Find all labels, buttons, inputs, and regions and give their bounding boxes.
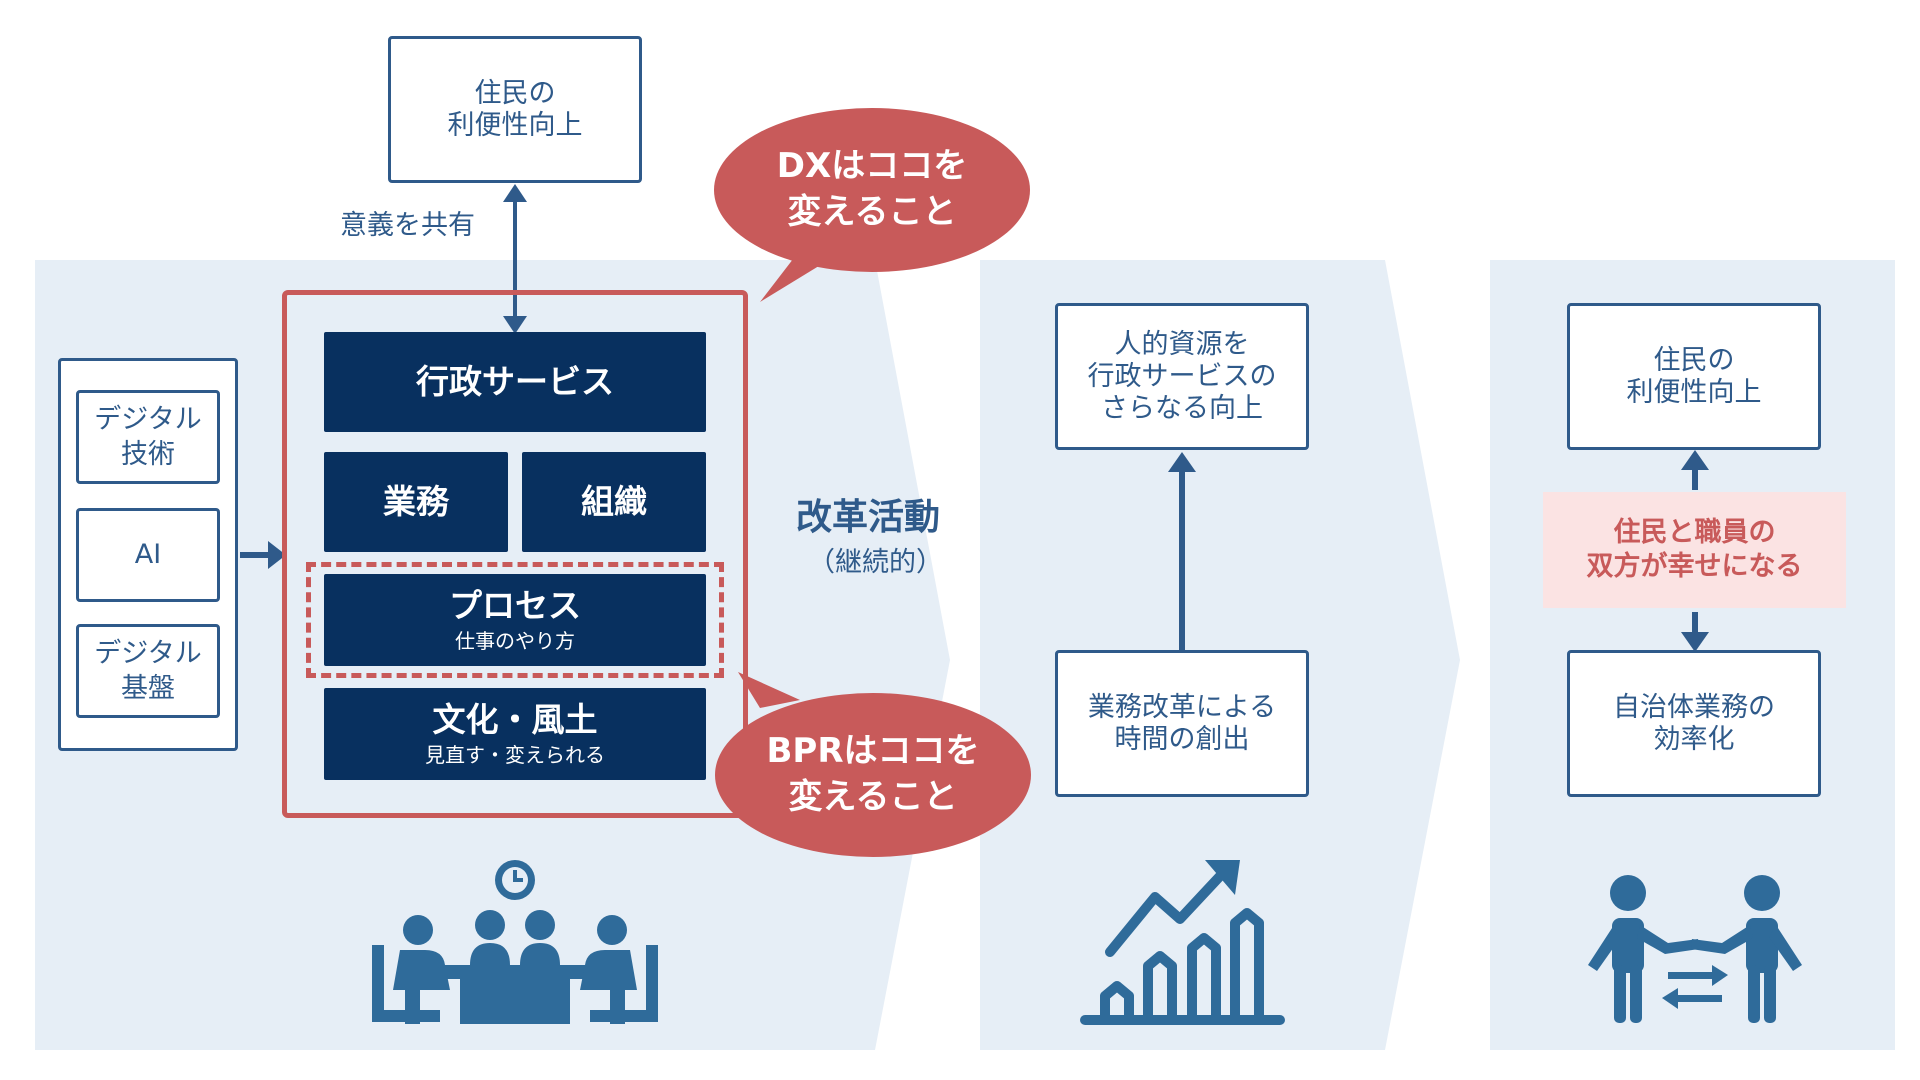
bpr-line1: BPRはココを (766, 731, 980, 771)
middle-bottom-box: 業務改革による 時間の創出 (1055, 650, 1309, 797)
exchange-people-icon (1588, 875, 1802, 1023)
input-ai-label: AI (134, 539, 162, 570)
bpr-line2: 変えること (788, 777, 958, 817)
bpr-bubble (715, 672, 1031, 857)
middle-up-arrow (1168, 452, 1196, 650)
org-label: 組織 (581, 482, 647, 521)
reform-sub: （継続的） (808, 547, 943, 578)
top-box-line2: 利便性向上 (447, 109, 583, 141)
bpr-bubble-text: BPRはココを 変えること (723, 728, 1023, 820)
input-digital-base-label: デジタル 基盤 (94, 638, 202, 704)
input-arrow (240, 541, 286, 569)
culture-title: 文化・風土 (432, 700, 598, 739)
meeting-icon (372, 860, 658, 1024)
middle-top-line1: 人的資源を (1114, 328, 1250, 360)
input-ai: AI (76, 508, 220, 602)
pink-line2: 双方が幸せになる (1586, 551, 1803, 582)
right-top-box: 住民の 利便性向上 (1567, 303, 1821, 450)
service-label: 行政サービス (416, 362, 614, 401)
culture-sub: 見直す・変えられる (425, 743, 605, 767)
dx-bubble-text: DXはココを 変えること (722, 143, 1022, 235)
work-label: 業務 (383, 482, 449, 521)
input-digital-tech-label: デジタル 技術 (94, 404, 202, 470)
share-label: 意義を共有 (340, 210, 475, 241)
growth-chart-icon (1080, 860, 1285, 1025)
process-title: プロセス (449, 586, 581, 625)
dx-line1: DXはココを (776, 146, 968, 186)
share-arrow (503, 184, 527, 334)
reform-title: 改革活動 (796, 497, 941, 538)
mutual-happiness-box: 住民と職員の 双方が幸せになる (1543, 492, 1846, 608)
right-bottom-line2: 効率化 (1653, 723, 1735, 755)
pink-line1: 住民と職員の (1613, 517, 1776, 548)
input-digital-tech: デジタル 技術 (76, 390, 220, 484)
org-block: 組織 (522, 452, 706, 552)
right-top-line2: 利便性向上 (1626, 376, 1762, 408)
process-sub: 仕事のやり方 (455, 629, 575, 653)
middle-top-line2: 行政サービスの (1087, 360, 1277, 392)
top-box-line1: 住民の (474, 77, 556, 109)
right-bottom-line1: 自治体業務の (1613, 691, 1775, 723)
bpr-scope-frame (306, 562, 724, 678)
middle-top-line3: さらなる向上 (1101, 392, 1263, 424)
right-bottom-box: 自治体業務の 効率化 (1567, 650, 1821, 797)
middle-bottom-line2: 時間の創出 (1114, 723, 1250, 755)
dx-bubble (714, 108, 1030, 302)
right-down-arrow (1681, 612, 1709, 652)
input-digital-base: デジタル 基盤 (76, 624, 220, 718)
process-block: プロセス 仕事のやり方 (324, 574, 706, 666)
dx-line2: 変えること (787, 192, 957, 232)
dx-scope-frame (282, 290, 748, 818)
middle-top-box: 人的資源を 行政サービスの さらなる向上 (1055, 303, 1309, 450)
right-top-line1: 住民の (1653, 344, 1735, 376)
service-block: 行政サービス (324, 332, 706, 432)
culture-block: 文化・風土 見直す・変えられる (324, 688, 706, 780)
middle-bottom-line1: 業務改革による (1087, 691, 1277, 723)
right-up-arrow (1681, 450, 1709, 490)
work-block: 業務 (324, 452, 508, 552)
top-benefit-box: 住民の 利便性向上 (388, 36, 642, 183)
